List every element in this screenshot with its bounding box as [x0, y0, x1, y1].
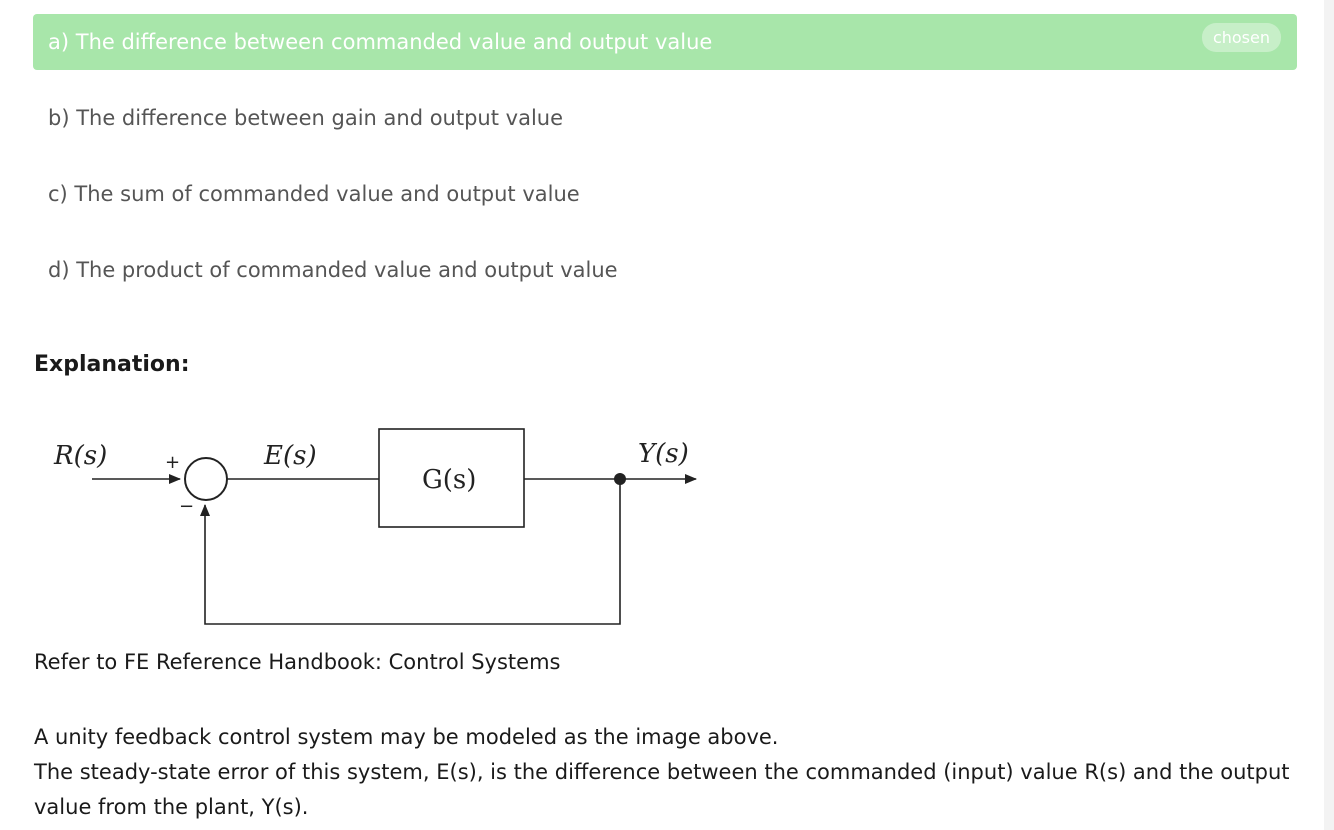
summing-junction	[184, 457, 228, 501]
plant-block	[378, 428, 525, 528]
answer-options: a) The difference between commanded valu…	[33, 14, 1297, 318]
option-d-label: d) The product of commanded value and ou…	[48, 258, 618, 282]
option-b-label: b) The difference between gain and outpu…	[48, 106, 564, 130]
reference-text: Refer to FE Reference Handbook: Control …	[34, 650, 561, 674]
error-label: E(s)	[263, 441, 317, 471]
chosen-badge: chosen	[1201, 23, 1281, 52]
option-a-label: a) The difference between commanded valu…	[48, 30, 713, 54]
feedback-path	[200, 479, 621, 625]
plus-sign: +	[165, 452, 180, 473]
explanation-heading: Explanation:	[34, 352, 190, 377]
explanation-paragraph: A unity feedback control system may be m…	[34, 725, 779, 749]
minus-sign: −	[179, 496, 194, 517]
explanation-paragraph: The steady-state error of this system, E…	[34, 760, 1290, 819]
option-c-label: c) The sum of commanded value and output…	[48, 182, 580, 206]
explanation-body: A unity feedback control system may be m…	[34, 720, 1304, 825]
input-label: R(s)	[53, 441, 107, 471]
output-label: Y(s)	[638, 439, 689, 469]
option-a[interactable]: a) The difference between commanded valu…	[33, 14, 1297, 70]
option-b[interactable]: b) The difference between gain and outpu…	[33, 90, 1297, 146]
option-d[interactable]: d) The product of commanded value and ou…	[33, 242, 1297, 298]
option-c[interactable]: c) The sum of commanded value and output…	[33, 166, 1297, 222]
plant-label: G(s)	[422, 465, 476, 495]
feedback-block-diagram: R(s) E(s) G(s) Y(s) + −	[53, 428, 697, 625]
